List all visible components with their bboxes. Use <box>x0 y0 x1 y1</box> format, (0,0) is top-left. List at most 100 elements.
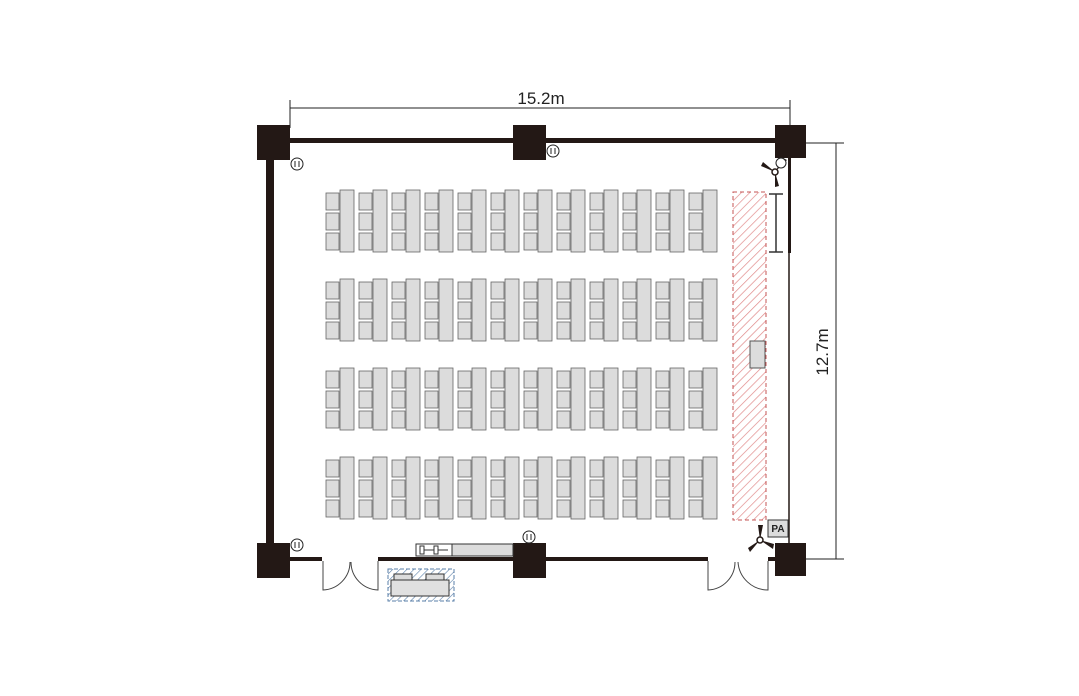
chair <box>391 321 406 340</box>
chair <box>688 390 703 409</box>
chair <box>457 212 472 231</box>
desk <box>537 278 553 342</box>
chair <box>622 499 637 518</box>
bottom-wall-right <box>768 557 780 561</box>
right-wall-upper <box>788 158 791 253</box>
chair <box>391 499 406 518</box>
chair <box>688 479 703 498</box>
desk <box>669 189 685 253</box>
chair <box>589 281 604 300</box>
chair <box>523 459 538 478</box>
chair <box>589 459 604 478</box>
desk <box>636 367 652 431</box>
desk <box>339 367 355 431</box>
chair <box>556 459 571 478</box>
chair <box>523 301 538 320</box>
chair <box>589 370 604 389</box>
chair <box>556 499 571 518</box>
chair <box>655 370 670 389</box>
chair <box>391 390 406 409</box>
chair <box>358 232 373 251</box>
chair <box>655 281 670 300</box>
chair <box>424 370 439 389</box>
chair <box>424 321 439 340</box>
chair <box>523 499 538 518</box>
chair <box>523 232 538 251</box>
chair <box>556 370 571 389</box>
chair <box>424 232 439 251</box>
desk <box>702 189 718 253</box>
chair <box>457 410 472 429</box>
chair <box>424 281 439 300</box>
chair <box>688 232 703 251</box>
desk <box>438 367 454 431</box>
light-icon <box>522 530 536 544</box>
column-top-right <box>775 125 806 158</box>
chair <box>688 301 703 320</box>
light-icon <box>290 157 304 171</box>
chair <box>589 499 604 518</box>
chair <box>523 390 538 409</box>
desk <box>669 367 685 431</box>
chair <box>622 370 637 389</box>
desk <box>669 456 685 520</box>
chair <box>523 192 538 211</box>
desk <box>339 189 355 253</box>
chair <box>424 479 439 498</box>
chair <box>523 281 538 300</box>
chair <box>622 321 637 340</box>
desk <box>372 278 388 342</box>
desk <box>702 456 718 520</box>
chair <box>325 390 340 409</box>
chair <box>589 192 604 211</box>
chair <box>325 410 340 429</box>
chair <box>655 192 670 211</box>
chair <box>490 321 505 340</box>
chair <box>424 390 439 409</box>
chair <box>424 192 439 211</box>
depth-dimension: 12.7m <box>806 142 844 560</box>
desk <box>504 189 520 253</box>
desk <box>471 278 487 342</box>
chair <box>622 281 637 300</box>
chair <box>325 301 340 320</box>
chair <box>622 192 637 211</box>
chair <box>655 479 670 498</box>
light-icon <box>546 144 560 158</box>
chair <box>457 192 472 211</box>
column-top-left <box>257 125 290 160</box>
chair <box>490 281 505 300</box>
chair <box>457 301 472 320</box>
desk <box>603 367 619 431</box>
chair <box>424 410 439 429</box>
chair <box>424 301 439 320</box>
desk <box>702 278 718 342</box>
desk <box>504 367 520 431</box>
chair <box>325 281 340 300</box>
chair <box>325 192 340 211</box>
speaker-icon <box>748 525 774 552</box>
desk <box>702 367 718 431</box>
width-label: 15.2m <box>517 89 564 108</box>
lectern <box>749 340 766 369</box>
desk <box>471 456 487 520</box>
chair <box>358 479 373 498</box>
door-right <box>707 561 769 591</box>
pa-label: PA <box>771 524 784 535</box>
desk <box>570 367 586 431</box>
chair <box>589 410 604 429</box>
chair <box>589 301 604 320</box>
desk <box>438 278 454 342</box>
light-icon <box>290 538 304 552</box>
chair <box>622 390 637 409</box>
chair <box>358 321 373 340</box>
desk <box>570 189 586 253</box>
pa-box: PA <box>767 519 789 538</box>
equipment-rack <box>415 543 514 557</box>
chair <box>358 370 373 389</box>
desk <box>603 278 619 342</box>
chair <box>688 212 703 231</box>
chair <box>457 281 472 300</box>
chair <box>622 232 637 251</box>
desk <box>636 189 652 253</box>
